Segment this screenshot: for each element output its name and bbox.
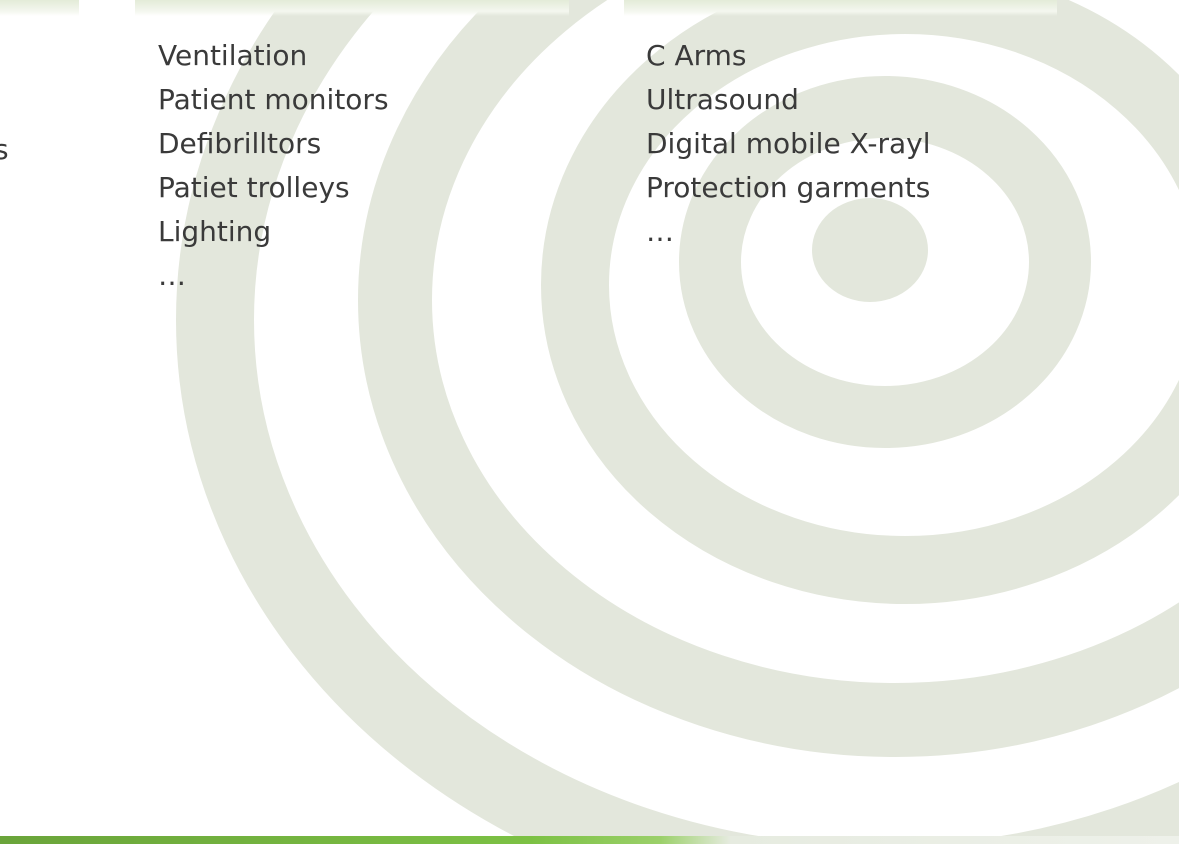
list-item: Patiet trolleys bbox=[158, 171, 350, 204]
header-bar-right bbox=[624, 0, 1057, 16]
header-bar-left bbox=[0, 0, 79, 16]
equipment-list-left: Ventilation Patient monitors Defibrillto… bbox=[158, 34, 389, 298]
list-item: Defibrilltors bbox=[158, 127, 322, 160]
equipment-list-right: C Arms Ultrasound Digital mobile X-rayl … bbox=[646, 34, 930, 254]
list-item: … bbox=[646, 215, 674, 248]
list-item: C Arms bbox=[646, 39, 747, 72]
list-item: Patient monitors bbox=[158, 83, 389, 116]
list-item: Protection garments bbox=[646, 171, 931, 204]
bottom-accent-bar bbox=[0, 836, 1179, 844]
list-item: Ventilation bbox=[158, 39, 308, 72]
list-item: Digital mobile X-rayl bbox=[646, 127, 931, 160]
list-item: Ultrasound bbox=[646, 83, 799, 116]
header-bar-middle bbox=[135, 0, 569, 16]
left-column-fragment: s bbox=[0, 133, 9, 166]
list-item: Lighting bbox=[158, 215, 272, 248]
list-item: … bbox=[158, 259, 186, 292]
